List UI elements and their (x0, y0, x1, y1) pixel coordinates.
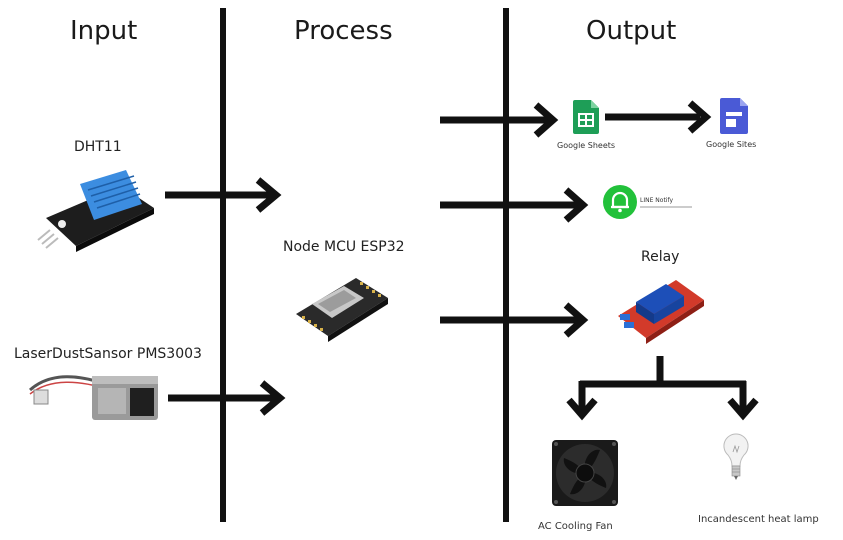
dust-sensor-icon (28, 375, 158, 420)
google-sites-label: Google Sites (706, 140, 757, 149)
line-notify-label: LINE Notify (640, 197, 674, 204)
dust-sensor-label: LaserDustSansor PMS3003 (14, 346, 202, 362)
input-column-title: Input (70, 16, 138, 46)
esp32-board-icon (296, 278, 388, 342)
google-sites-icon (720, 98, 748, 134)
divider-process-output (503, 8, 509, 522)
dht11-label: DHT11 (74, 139, 122, 155)
divider-input-process (220, 8, 226, 522)
process-column-title: Process (294, 16, 393, 46)
light-bulb-icon (723, 433, 749, 480)
lamp-label: Incandescent heat lamp (698, 514, 819, 525)
line-notify-icon (603, 185, 637, 219)
fan-icon (552, 440, 618, 506)
relay-label: Relay (641, 249, 680, 265)
dht11-sensor-icon (37, 170, 154, 252)
mcu-label: Node MCU ESP32 (283, 239, 405, 255)
google-sheets-label: Google Sheets (557, 141, 616, 150)
line-notify-subtext (640, 206, 692, 208)
output-column-title: Output (586, 16, 677, 46)
relay-module-icon (618, 280, 704, 344)
fan-label: AC Cooling Fan (538, 521, 613, 532)
google-sheets-icon (573, 100, 599, 134)
